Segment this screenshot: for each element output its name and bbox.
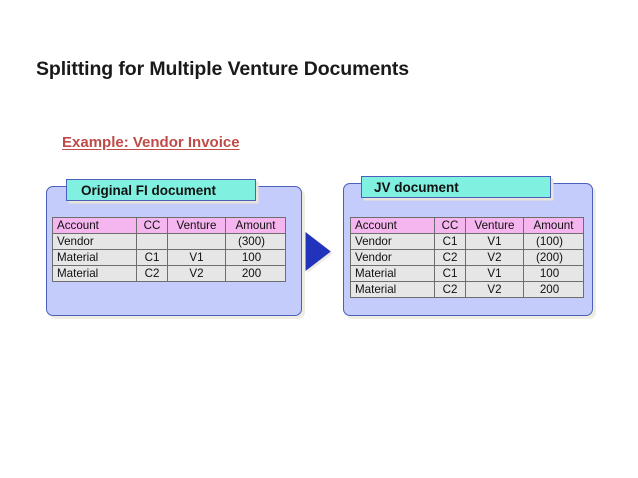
cell-account: Vendor xyxy=(350,249,435,266)
cell-account: Material xyxy=(350,281,435,298)
cell-venture: V1 xyxy=(167,249,226,266)
cell-venture: V2 xyxy=(465,281,524,298)
cell-amount: (200) xyxy=(523,249,584,266)
cell-cc: C2 xyxy=(434,281,466,298)
column-header-account: Account xyxy=(350,217,435,234)
cell-venture: V2 xyxy=(167,265,226,282)
panel-header-original-fi-document: Original FI document xyxy=(66,179,256,201)
table-row: Vendor (300) xyxy=(52,233,286,250)
cell-cc: C1 xyxy=(136,249,168,266)
column-header-venture: Venture xyxy=(465,217,524,234)
cell-amount: (300) xyxy=(225,233,286,250)
cell-account: Vendor xyxy=(52,233,137,250)
table-header-row: Account CC Venture Amount xyxy=(52,217,286,234)
example-label: Example: Vendor Invoice xyxy=(62,134,240,151)
table-row: Vendor C2 V2 (200) xyxy=(350,249,584,266)
cell-venture: V1 xyxy=(465,233,524,250)
panel-header-jv-document: JV document xyxy=(361,176,551,198)
cell-venture: V2 xyxy=(465,249,524,266)
table-row: Material C2 V2 200 xyxy=(350,281,584,298)
table-row: Material C2 V2 200 xyxy=(52,265,286,282)
cell-account: Material xyxy=(52,249,137,266)
page-title: Splitting for Multiple Venture Documents xyxy=(36,58,410,80)
cell-amount: 100 xyxy=(523,265,584,282)
table-row: Vendor C1 V1 (100) xyxy=(350,233,584,250)
table-original-fi-document: Account CC Venture Amount Vendor (300) M… xyxy=(52,217,286,282)
panel-header-label: JV document xyxy=(374,179,459,195)
table-row: Material C1 V1 100 xyxy=(52,249,286,266)
column-header-cc: CC xyxy=(136,217,168,234)
cell-cc: C2 xyxy=(136,265,168,282)
table-header-row: Account CC Venture Amount xyxy=(350,217,584,234)
cell-venture xyxy=(167,233,226,250)
column-header-amount: Amount xyxy=(225,217,286,234)
cell-amount: (100) xyxy=(523,233,584,250)
column-header-venture: Venture xyxy=(167,217,226,234)
cell-cc: C1 xyxy=(434,265,466,282)
column-header-cc: CC xyxy=(434,217,466,234)
cell-amount: 200 xyxy=(225,265,286,282)
cell-cc: C2 xyxy=(434,249,466,266)
cell-account: Material xyxy=(350,265,435,282)
cell-amount: 200 xyxy=(523,281,584,298)
cell-account: Vendor xyxy=(350,233,435,250)
cell-account: Material xyxy=(52,265,137,282)
table-jv-document: Account CC Venture Amount Vendor C1 V1 (… xyxy=(350,217,584,298)
panel-header-label: Original FI document xyxy=(81,182,217,198)
table-row: Material C1 V1 100 xyxy=(350,265,584,282)
cell-venture: V1 xyxy=(465,265,524,282)
right-triangle-arrow-icon xyxy=(305,232,331,271)
column-header-amount: Amount xyxy=(523,217,584,234)
cell-cc: C1 xyxy=(434,233,466,250)
column-header-account: Account xyxy=(52,217,137,234)
cell-cc xyxy=(136,233,168,250)
cell-amount: 100 xyxy=(225,249,286,266)
